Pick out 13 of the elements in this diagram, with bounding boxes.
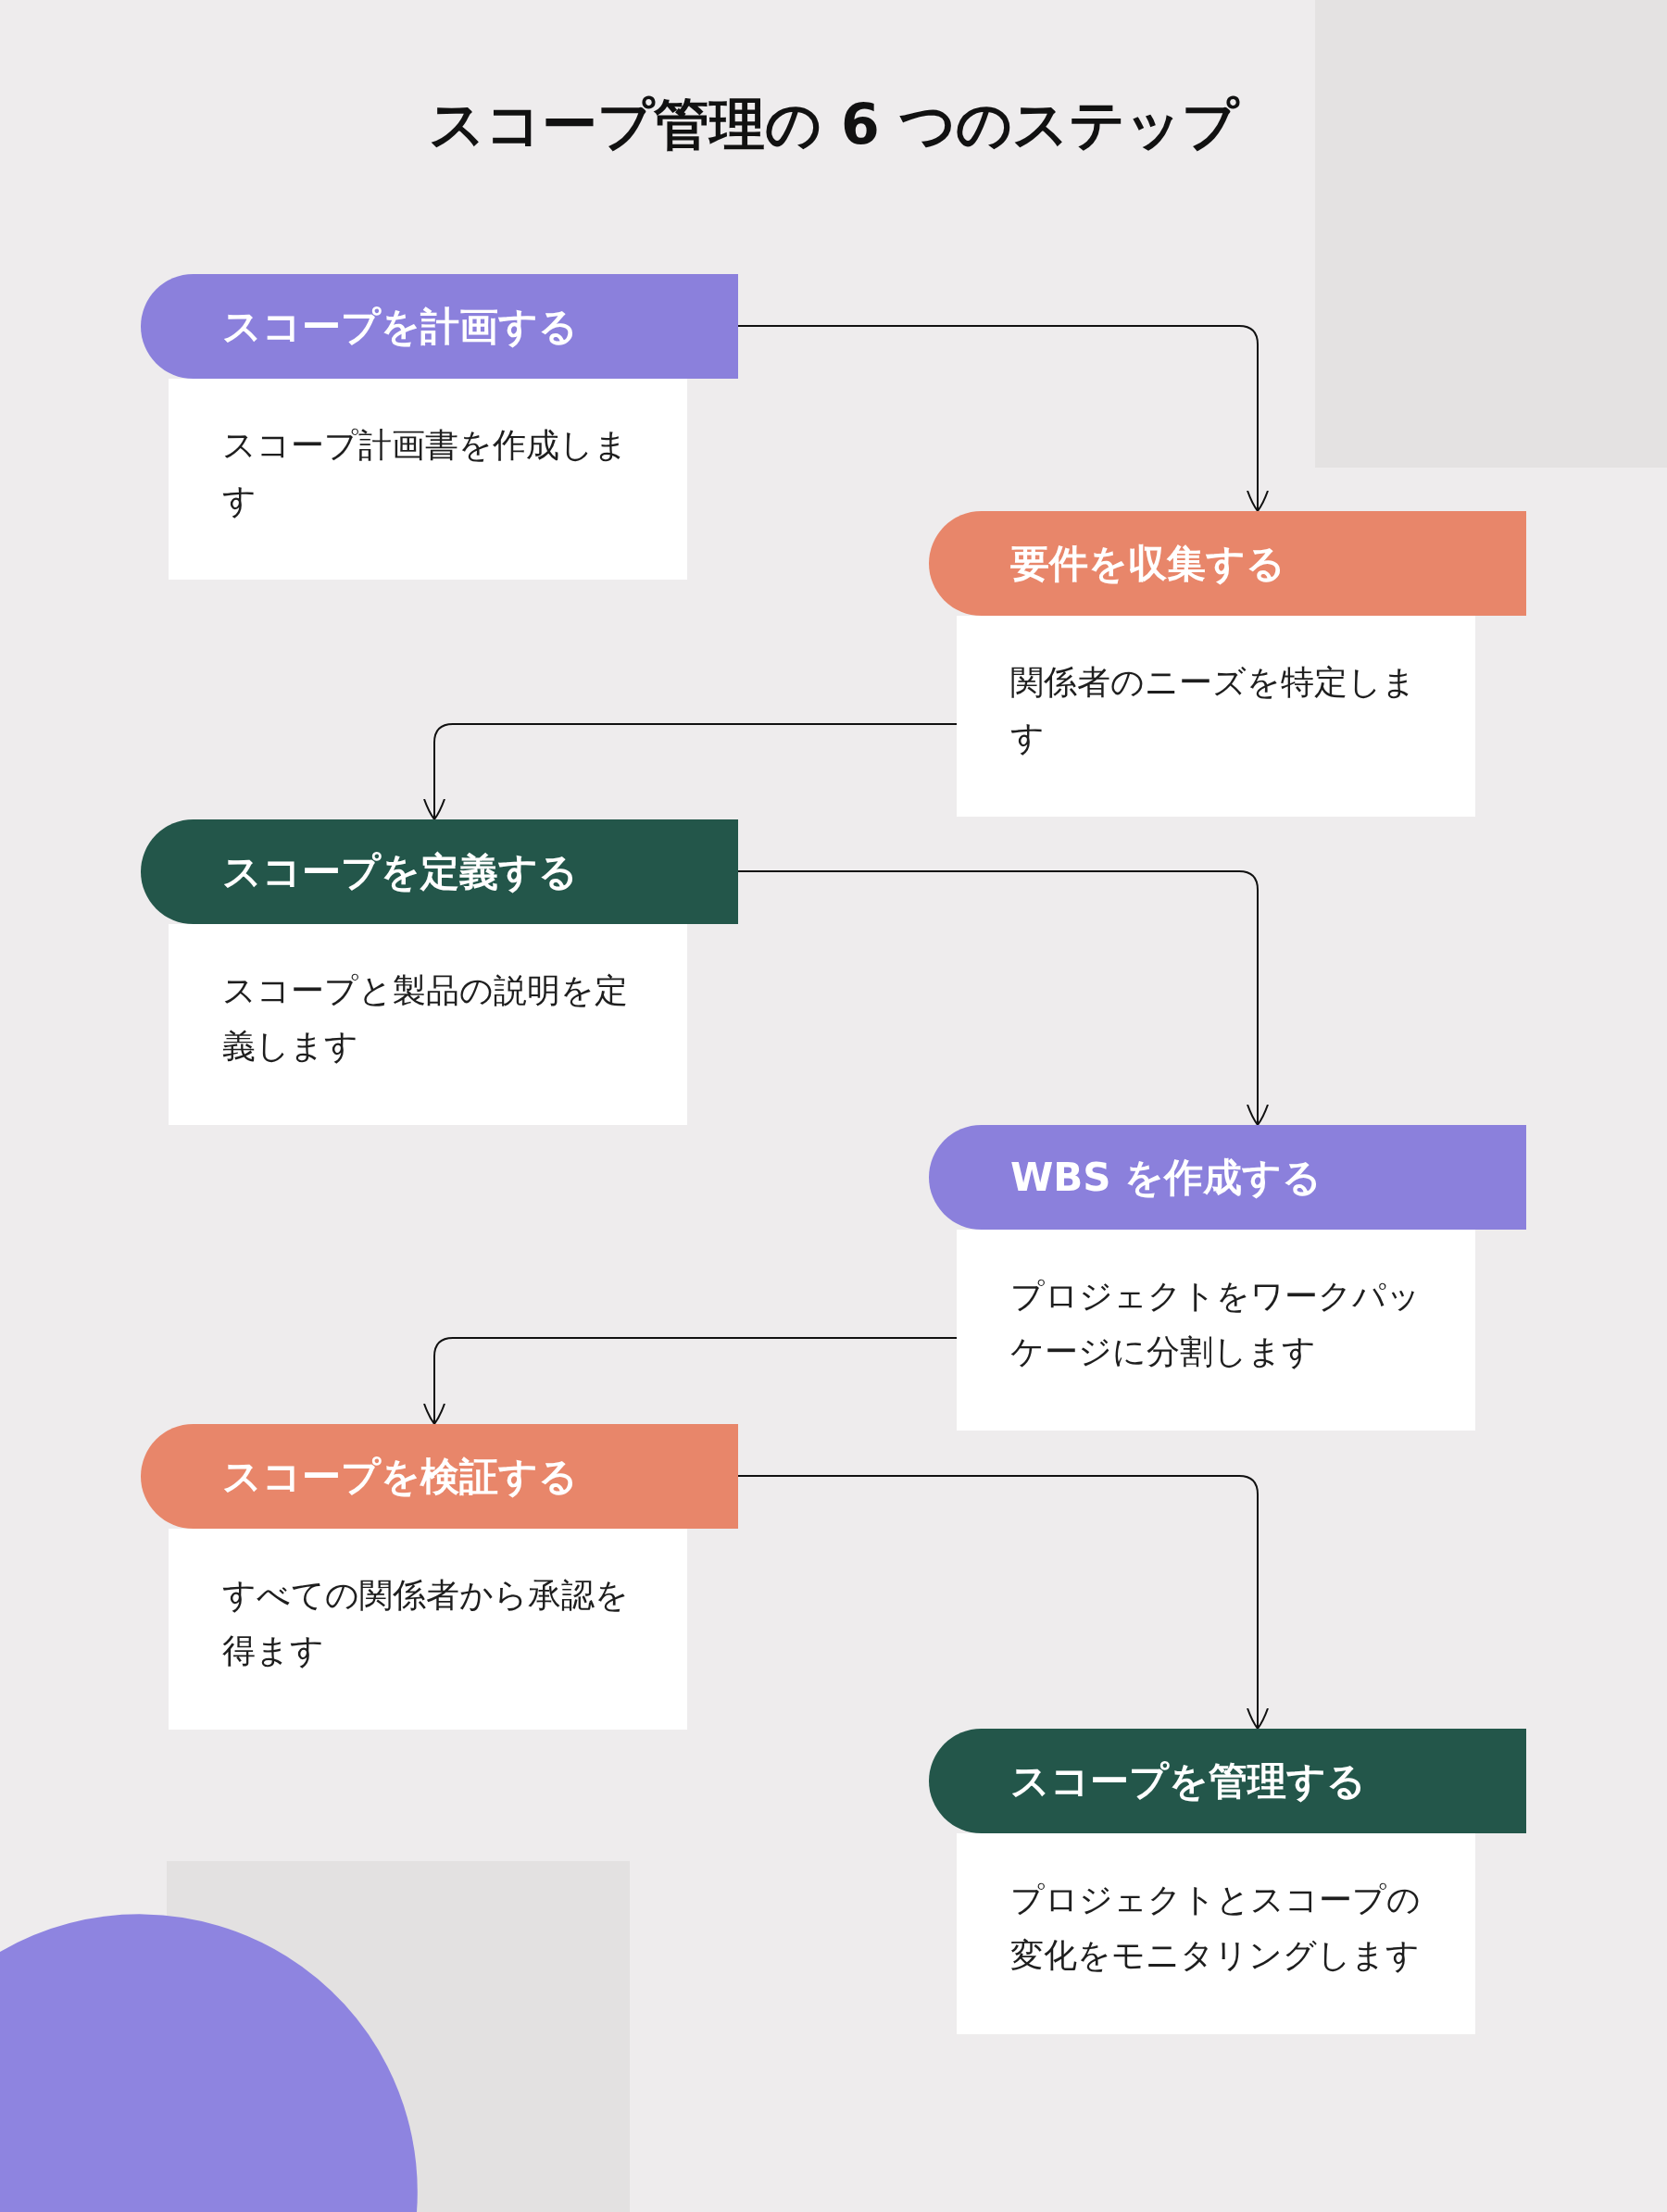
step-card: スコープと製品の説明を定義します bbox=[169, 924, 687, 1125]
step-card: プロジェクトとスコープの変化をモニタリングします bbox=[957, 1833, 1475, 2034]
title: スコープ管理の 6 つのステップ bbox=[428, 91, 1241, 158]
step-header: スコープを計画する bbox=[141, 274, 738, 379]
step-card: 関係者のニーズを特定します bbox=[957, 616, 1475, 817]
step-header: スコープを管理する bbox=[929, 1729, 1526, 1833]
step-header: 要件を収集する bbox=[929, 511, 1526, 616]
step-header: スコープを検証する bbox=[141, 1424, 738, 1529]
step-card: すべての関係者から承認を得ます bbox=[169, 1529, 687, 1730]
step-card: スコープ計画書を作成します bbox=[169, 379, 687, 580]
step-header: スコープを定義する bbox=[141, 819, 738, 924]
step-header: WBS を作成する bbox=[929, 1125, 1526, 1230]
step-card: プロジェクトをワークパッケージに分割します bbox=[957, 1230, 1475, 1431]
